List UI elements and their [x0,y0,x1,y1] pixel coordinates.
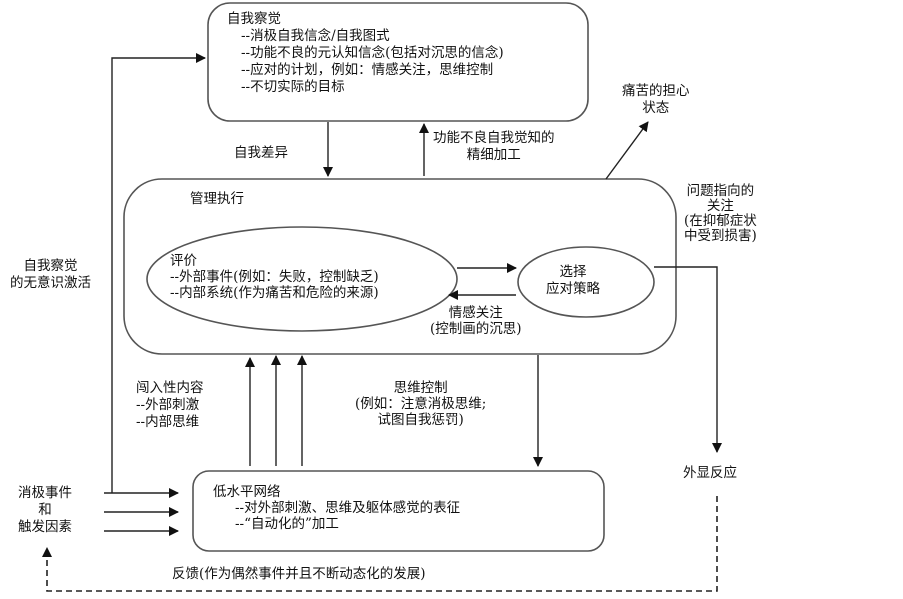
problem-focus-line: 关注 [706,198,734,214]
self-discrepancy-label: 自我差异 [234,145,288,161]
problem-focus-label: 问题指向的 关注 (在抑郁症状 中受到损害) [684,184,757,244]
intrusive-item: --外部刺激 [136,397,200,413]
appraisal-ellipse [146,226,458,332]
triggers-line: 和 [38,502,52,518]
coping-line: 选择 [559,264,587,280]
elaboration-line: 功能不良自我觉知的 [433,130,555,146]
self-awareness-title: 自我察觉 [227,11,281,27]
executive-title: 管理执行 [190,191,244,207]
low-level-network-content: 低水平网络 --对外部刺激、思维及躯体感觉的表征 --“自动化的”加工 [213,484,460,532]
overt-response-label: 外显反应 [683,465,737,481]
unconscious-activation-label: 自我察觉 的无意识激活 [10,258,91,292]
distress-state-label: 痛苦的担心 状态 [622,83,690,117]
low-level-item: --对外部刺激、思维及躯体感觉的表征 [235,500,461,516]
low-level-network-box [192,470,605,552]
distress-state-line: 状态 [642,100,670,116]
elaboration-line: 精细加工 [466,147,521,163]
elaboration-label: 功能不良自我觉知的 精细加工 [433,130,555,164]
self-awareness-content: 自我察觉 --消极自我信念/自我图式 --功能不良的元认知信念(包括对沉思的信念… [227,11,504,96]
unconscious-activation-line: 自我察觉 [23,258,78,274]
thought-control-line: 试图自我惩罚) [377,412,464,428]
appraisal-item: --外部事件(例如：失败，控制缺乏) [170,269,379,285]
feedback-dashed-line [42,496,718,592]
distress-state-line: 痛苦的担心 [622,83,690,99]
self-awareness-item: --功能不良的元认知信念(包括对沉思的信念) [241,45,504,61]
thought-control-line: (例如：注意消极思维; [355,396,487,412]
appraisal-item: --内部系统(作为痛苦和危险的来源) [170,285,379,301]
feedback-label: 反馈(作为偶然事件并且不断动态化的发展) [172,566,426,582]
arrow-unconscious-activation [111,53,206,493]
problem-focus-line: 中受到损害) [684,228,757,244]
coping-strategy-label: 选择 应对策略 [546,264,600,298]
emotion-focus-label: 情感关注 (控制画的沉思) [430,305,522,337]
coping-line: 应对策略 [546,281,600,297]
coping-ellipse [517,246,655,318]
intrusive-content-label: 闯入性内容 --外部刺激 --内部思维 [136,380,204,431]
problem-focus-line: 问题指向的 [686,183,755,199]
self-awareness-item: --消极自我信念/自我图式 [241,28,390,44]
thought-control-label: 思维控制 (例如：注意消极思维; 试图自我惩罚) [355,380,486,428]
unconscious-activation-line: 的无意识激活 [10,275,91,291]
triggers-line: 消极事件 [18,485,72,501]
appraisal-title: 评价 [170,253,197,269]
low-level-title: 低水平网络 [213,484,281,500]
arrow-overt-response [654,266,722,453]
intrusive-title: 闯入性内容 [136,380,204,396]
self-awareness-item: --不切实际的目标 [241,79,345,95]
appraisal-content: 评价 --外部事件(例如：失败，控制缺乏) --内部系统(作为痛苦和危险的来源) [170,253,379,301]
self-awareness-item: --应对的计划，例如：情感关注，思维控制 [241,62,494,78]
thought-control-line: 思维控制 [393,380,448,396]
self-awareness-box [207,2,589,122]
arrow-distress-state [605,121,649,180]
low-level-item: --“自动化的”加工 [235,516,339,532]
emotion-focus-line: (控制画的沉思) [430,321,522,337]
triggers-label: 消极事件 和 触发因素 [18,485,72,536]
problem-focus-line: (在抑郁症状 [684,213,757,229]
triggers-line: 触发因素 [18,519,72,535]
intrusive-item: --内部思维 [136,414,200,430]
emotion-focus-line: 情感关注 [448,305,503,321]
